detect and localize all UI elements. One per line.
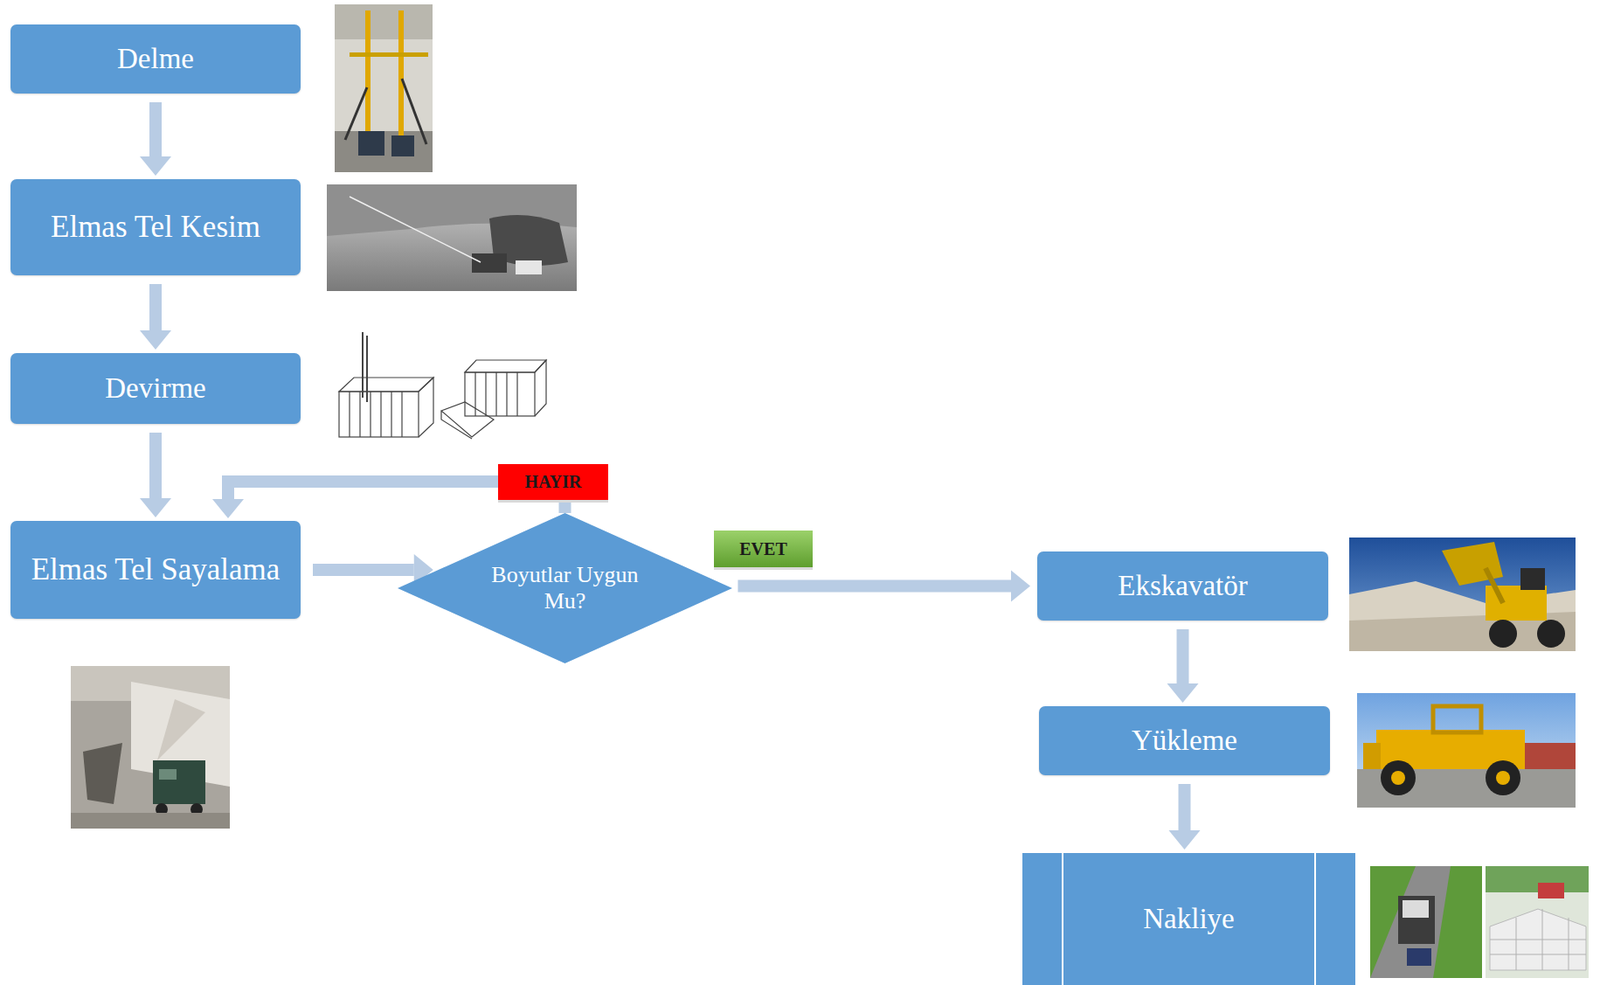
node-text: Ekskavatör (1117, 569, 1247, 603)
wire-saw-photo (70, 665, 230, 829)
drill-rig-photo (334, 4, 433, 173)
arrow-shaft (149, 432, 162, 499)
yes-label: EVET (713, 530, 813, 568)
arrow-head (1167, 683, 1199, 703)
node-text: Nakliye (1142, 902, 1234, 936)
arrow-head (1011, 570, 1031, 603)
toppling-sketch (334, 332, 548, 441)
predefined-process-box: Nakliye (1022, 852, 1356, 985)
process-box: Delme (10, 24, 301, 94)
flow-arrow (1167, 629, 1199, 703)
flow-arrow (139, 102, 172, 176)
process-box: Elmas Tel Sayalama (10, 520, 301, 619)
arrow-head (139, 156, 172, 176)
decision-diamond: Boyutlar Uygun Mu? (397, 512, 733, 664)
no-label: HAYIR (498, 464, 609, 500)
loader-photo (1349, 537, 1576, 652)
node-text: Elmas Tel Kesim (50, 209, 261, 245)
arrow-shaft (312, 563, 415, 576)
arrow-head (212, 498, 244, 519)
process-box: Elmas Tel Kesim (10, 179, 301, 276)
arrow-head (139, 330, 172, 350)
edge-label-text: HAYIR (525, 471, 582, 492)
node-text: Yükleme (1131, 724, 1238, 758)
arrow-head (139, 498, 172, 518)
block-loader-photo (1357, 692, 1576, 808)
process-box: Yükleme (1038, 706, 1330, 776)
flow-arrow (1169, 783, 1201, 850)
arrow-shaft (149, 283, 162, 331)
flow-arrow (139, 432, 172, 518)
node-text: Elmas Tel Sayalama (31, 552, 281, 588)
arrow-shaft (1177, 629, 1190, 684)
truck-photos (1370, 865, 1589, 978)
flow-arrow (737, 570, 1031, 603)
arrow-shaft (1178, 783, 1192, 831)
arrow-shaft (149, 102, 162, 157)
node-text: Devirme (104, 372, 206, 406)
node-text: Delme (117, 42, 194, 77)
edge-label-text: EVET (739, 539, 787, 560)
arrow-shaft (737, 580, 1012, 593)
flow-arrow (139, 283, 172, 350)
arrow-head (1169, 830, 1201, 850)
wire-cut-photo (326, 184, 577, 291)
process-box: Devirme (10, 353, 301, 424)
process-box: Ekskavatör (1037, 551, 1329, 621)
node-text: Boyutlar Uygun Mu? (491, 561, 640, 615)
